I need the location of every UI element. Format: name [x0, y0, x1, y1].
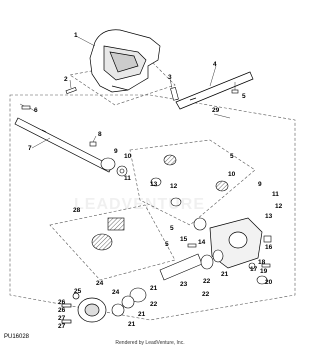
- callout-27b: 27: [58, 323, 66, 330]
- callout-23: 23: [180, 281, 188, 288]
- callout-22: 22: [203, 278, 211, 285]
- lower-drive-shaft: [14, 117, 113, 173]
- diagram-id: PU16028: [4, 334, 30, 340]
- callout-14: 14: [198, 239, 206, 246]
- shaft-pin: [21, 105, 31, 110]
- callout-12b: 12: [275, 203, 283, 210]
- seal-14: [193, 217, 207, 231]
- bevel-gear-right: [215, 180, 229, 192]
- bolt-19: [261, 263, 271, 268]
- spacer-8: [89, 141, 97, 147]
- callout-26: 26: [58, 299, 66, 306]
- callout-11: 11: [124, 175, 131, 182]
- callout-18: 18: [258, 259, 266, 266]
- pin: [65, 86, 77, 94]
- output-shaft-23: [159, 253, 203, 281]
- callout-5b: 5: [230, 153, 234, 160]
- callout-12: 12: [170, 183, 178, 190]
- watermark: LEADVENTURE: [74, 196, 206, 213]
- callout-13: 13: [150, 181, 158, 188]
- bolt-27: [61, 319, 72, 324]
- callout-2: 2: [64, 76, 68, 83]
- callout-21: 21: [221, 271, 229, 278]
- callout-labels: 1 2 3 4 5 6 7 8 9 10 11 12 13 28 29 14 1…: [28, 32, 283, 330]
- shaft-key-small: [231, 89, 239, 94]
- bushing-22a: [200, 254, 214, 270]
- callout-7: 7: [28, 145, 32, 152]
- upper-housing-boundary: [69, 59, 176, 106]
- shaft-key: [170, 87, 179, 101]
- washer-11-inner: [119, 168, 125, 174]
- bevel-gear-upper: [163, 154, 177, 166]
- callout-9: 9: [114, 148, 118, 155]
- washer-25: [72, 292, 80, 300]
- callout-20: 20: [265, 279, 273, 286]
- callout-5c: 5: [165, 241, 169, 248]
- gear-10: [100, 157, 116, 171]
- callout-11b: 11: [272, 191, 279, 198]
- gear-subassembly-boundary: [129, 139, 256, 226]
- callout-22c: 22: [202, 291, 210, 298]
- bushing-21b: [121, 295, 135, 309]
- screw-15: [187, 243, 197, 248]
- callout-24: 24: [96, 280, 104, 287]
- main-assembly-boundary: [9, 94, 296, 321]
- callout-10: 10: [124, 153, 132, 160]
- callout-5: 5: [242, 93, 246, 100]
- bushing-21a: [212, 249, 224, 263]
- exploded-parts-diagram: 1 2 3 4 5 6 7 8 9 10 11 12 13 28 29 14 1…: [9, 29, 296, 330]
- bushing-22b: [129, 287, 147, 303]
- plug-16: [263, 235, 272, 243]
- callout-17: 17: [250, 266, 258, 273]
- callout-5d: 5: [170, 225, 174, 232]
- render-credit: Rendered by LeadVenture, Inc.: [115, 340, 185, 346]
- callout-9b: 9: [258, 181, 262, 188]
- bushing-21c: [111, 303, 125, 317]
- callout-27: 27: [58, 315, 66, 322]
- callout-15: 15: [180, 236, 188, 243]
- callout-25: 25: [74, 288, 82, 295]
- callout-26b: 26: [58, 307, 66, 314]
- callout-24b: 24: [112, 289, 120, 296]
- callout-21b: 21: [150, 285, 158, 292]
- bolt-26: [61, 303, 72, 308]
- callout-8: 8: [98, 131, 102, 138]
- cap-20: [256, 275, 268, 285]
- callout-4: 4: [213, 61, 217, 68]
- callout-6: 6: [34, 107, 38, 114]
- upper-drive-shaft: [175, 71, 254, 110]
- callout-13b: 13: [265, 213, 273, 220]
- callout-19: 19: [260, 268, 268, 275]
- gear-kit-28: [91, 217, 125, 251]
- callout-29: 29: [212, 107, 220, 114]
- callout-10b: 10: [228, 171, 236, 178]
- bearing-13: [170, 197, 182, 207]
- callout-1: 1: [74, 32, 78, 39]
- callout-22b: 22: [150, 301, 158, 308]
- callout-28: 28: [73, 207, 81, 214]
- bearing-12: [150, 177, 162, 187]
- gearbox-kit-boundary: [49, 204, 176, 281]
- callout-3: 3: [168, 74, 172, 81]
- washer-17: [248, 262, 256, 270]
- callout-21c: 21: [138, 311, 146, 318]
- callout-21d: 21: [128, 321, 136, 328]
- callout-16: 16: [265, 244, 273, 251]
- auger-housing: [89, 29, 161, 93]
